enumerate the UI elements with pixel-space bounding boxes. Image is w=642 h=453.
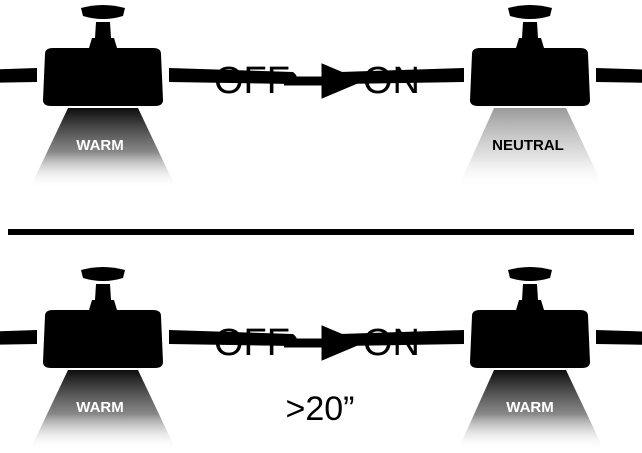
scenario-2-right-light-label: WARM bbox=[506, 399, 554, 416]
scenario-1-from-state: OFF bbox=[214, 60, 290, 102]
scenario-2-right-light-beam bbox=[458, 370, 604, 450]
scenario-2-delay-note: >20” bbox=[286, 390, 355, 428]
scenario-1-left-light-beam bbox=[30, 108, 176, 188]
scenario-2-from-state: OFF bbox=[214, 322, 290, 364]
scenario-1-right-light-beam bbox=[458, 108, 604, 188]
scenario-2-left-light-label: WARM bbox=[76, 399, 124, 416]
scenario-1: WARM OFF ON NEUTRAL bbox=[0, 5, 642, 188]
scenario-2-left-light-beam bbox=[30, 370, 176, 450]
scenario-2: WARM OFF ON >20” WARM bbox=[0, 267, 642, 450]
section-divider bbox=[8, 229, 634, 235]
scenario-1-left-light-label: WARM bbox=[76, 137, 124, 154]
scenario-1-right-light-label: NEUTRAL bbox=[492, 137, 564, 154]
